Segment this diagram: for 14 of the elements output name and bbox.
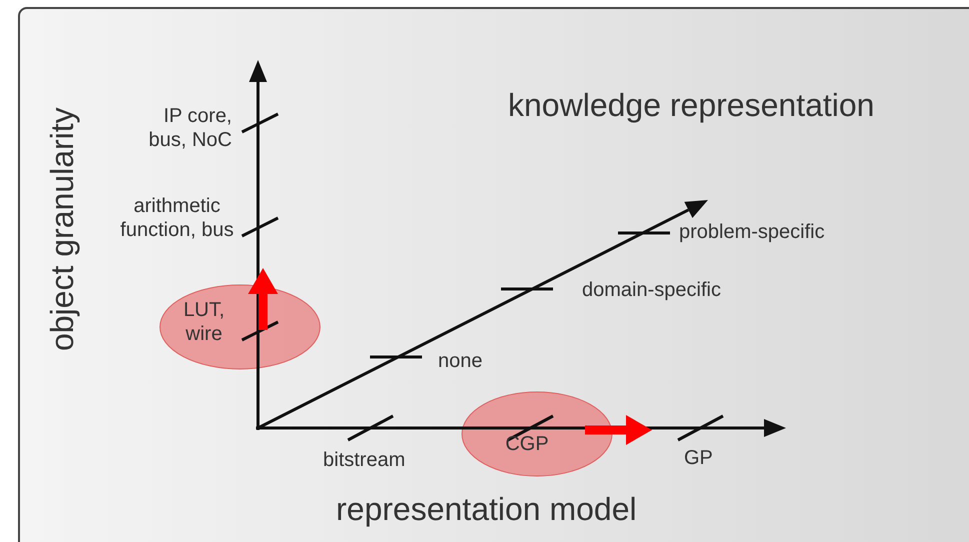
axis-label: none bbox=[438, 349, 484, 373]
axis-label: arithmetic function, bus bbox=[119, 194, 235, 242]
axis-label: bitstream bbox=[323, 448, 406, 472]
axis-title: representation model bbox=[336, 490, 638, 528]
node-label: LUT, wire bbox=[182, 298, 226, 346]
node-label: CGP bbox=[505, 432, 549, 456]
axis-label: IP core, bus, NoC bbox=[148, 104, 232, 152]
highlight-ellipse bbox=[160, 284, 320, 370]
axis-title: object granularity bbox=[42, 106, 81, 354]
axis-title: knowledge representation bbox=[508, 86, 876, 124]
axis-label: problem-specific bbox=[679, 220, 826, 244]
axis-label: domain-specific bbox=[582, 278, 722, 302]
axis-label: GP bbox=[684, 446, 714, 470]
highlight-ellipse bbox=[462, 392, 612, 476]
